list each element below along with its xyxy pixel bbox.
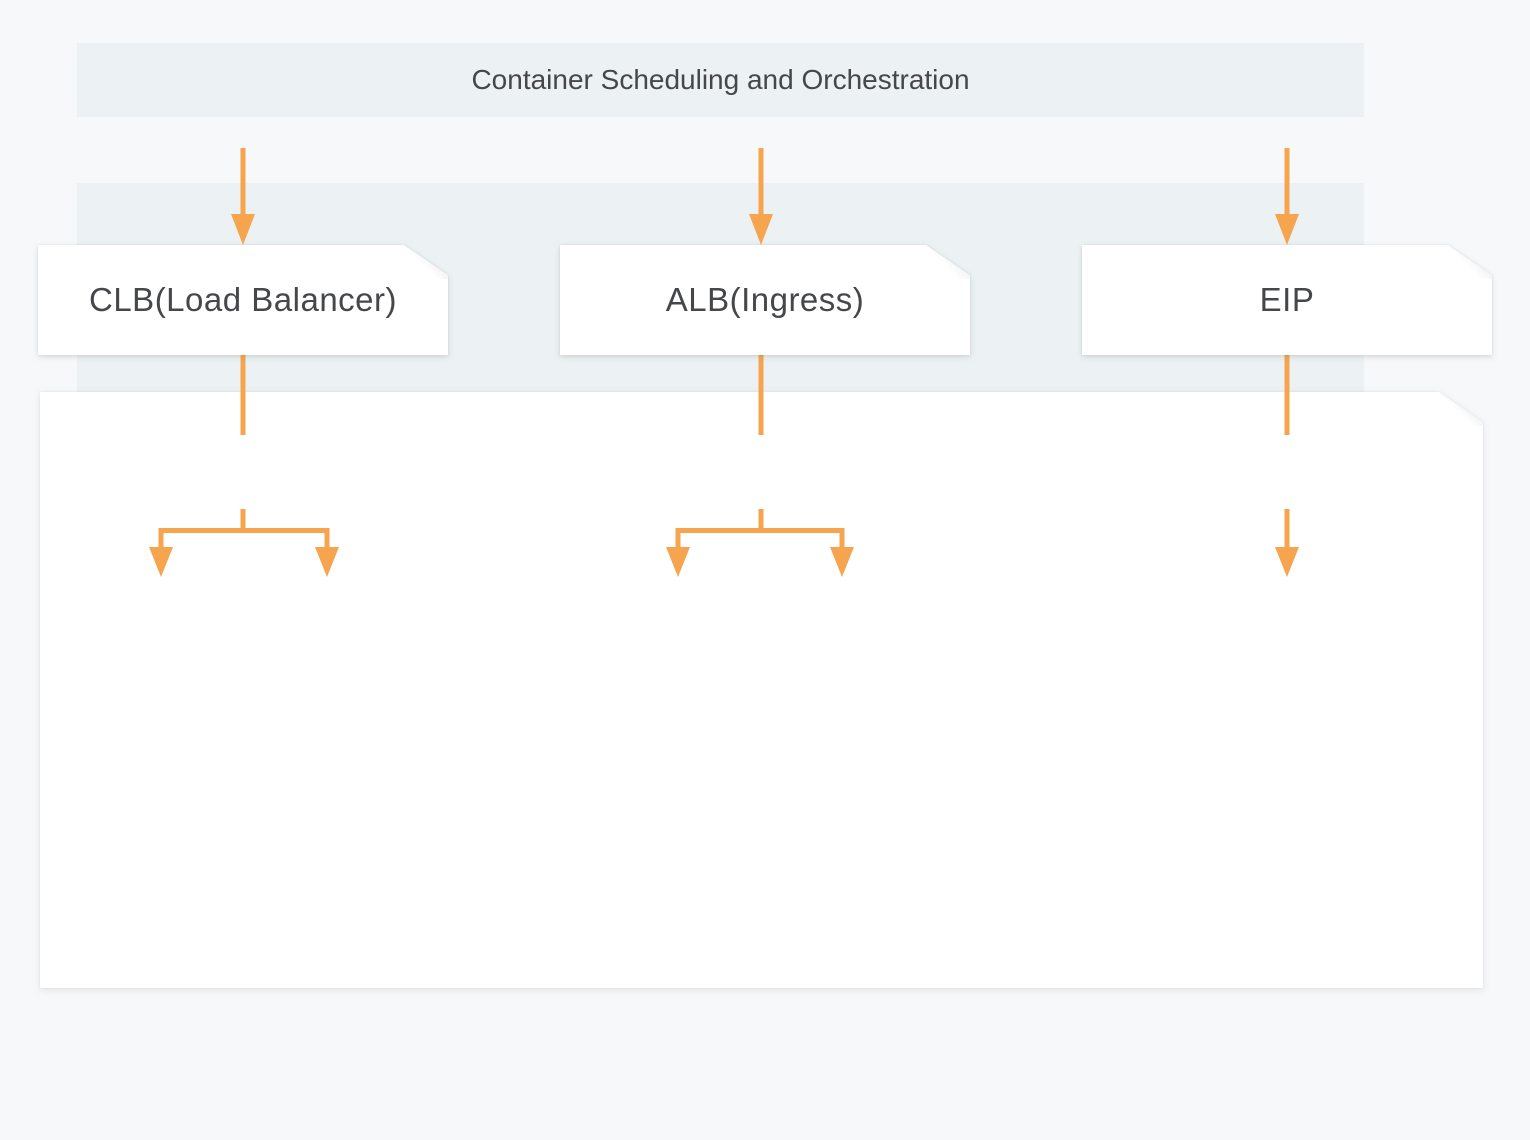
alb-box: ALB(Ingress) bbox=[560, 245, 970, 355]
eip-box-label: EIP bbox=[1259, 281, 1315, 318]
cluster-container-surface bbox=[40, 392, 1483, 988]
clb-box: CLB(Load Balancer) bbox=[38, 245, 448, 355]
eip-box: EIP bbox=[1082, 245, 1492, 355]
alb-box-surface: ALB(Ingress) bbox=[560, 245, 970, 355]
orchestration-title: Container Scheduling and Orchestration bbox=[471, 64, 970, 95]
eip-box-surface: EIP bbox=[1082, 245, 1492, 355]
clb-box-label: CLB(Load Balancer) bbox=[89, 281, 397, 318]
clb-box-surface: CLB(Load Balancer) bbox=[38, 245, 448, 355]
alb-box-label: ALB(Ingress) bbox=[665, 281, 865, 318]
orchestration-bar: Container Scheduling and Orchestration bbox=[77, 43, 1364, 117]
cluster-container bbox=[40, 392, 1483, 988]
